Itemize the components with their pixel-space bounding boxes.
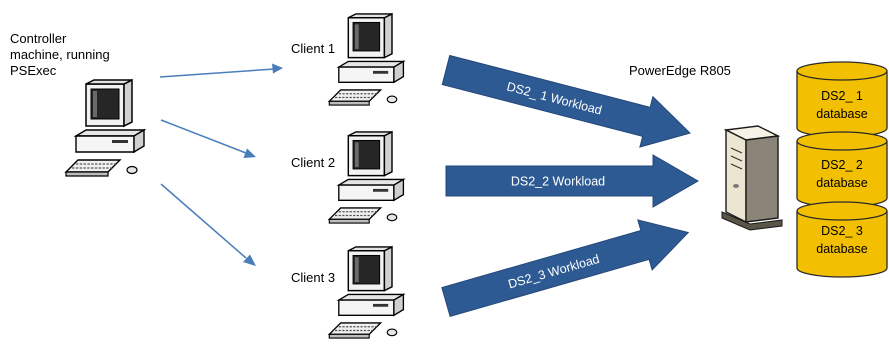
database-2-type: database [816,176,867,190]
database-3-name: DS2_ 3 [821,224,863,238]
database-2-name: DS2_ 2 [821,158,863,172]
workload-arrow-2: DS2_2 Workload [445,154,699,208]
client-3-label: Client 3 [291,270,336,285]
controller-arrows [159,63,283,266]
database-1: DS2_ 1 database [796,61,888,138]
controller-label-line-3: PSExec [10,63,57,78]
arrowhead-client-2 [243,148,256,158]
workload-label-2: DS2_2 Workload [511,175,605,189]
database-3: DS2_ 3 database [796,201,888,278]
arrow-to-client-1 [159,68,275,78]
arrowhead-client-3 [243,254,256,266]
workload-arrow-3: DS2_3 Workload [441,219,690,318]
workload-arrow-1: DS2_ 1 Workload [441,54,691,148]
client-1-label: Client 1 [291,41,336,56]
arrow-to-client-2 [160,119,247,154]
server-label: PowerEdge R805 [629,63,731,78]
arrow-to-client-3 [160,183,247,259]
arrowhead-client-1 [272,63,283,74]
controller-label: Controller machine, running PSExec [10,31,160,79]
controller-label-line-1: Controller [10,31,67,46]
client-1-computer-icon [328,13,405,106]
database-2: DS2_ 2 database [796,131,888,208]
controller-computer-icon [65,79,145,177]
server-icon [721,125,783,231]
client-2-label: Client 2 [291,155,336,170]
client-2-computer-icon [328,131,405,224]
database-1-type: database [816,107,867,121]
database-1-name: DS2_ 1 [821,89,863,103]
database-3-type: database [816,242,867,256]
controller-label-line-2: machine, running [10,47,110,62]
client-3-computer-icon [328,246,405,339]
